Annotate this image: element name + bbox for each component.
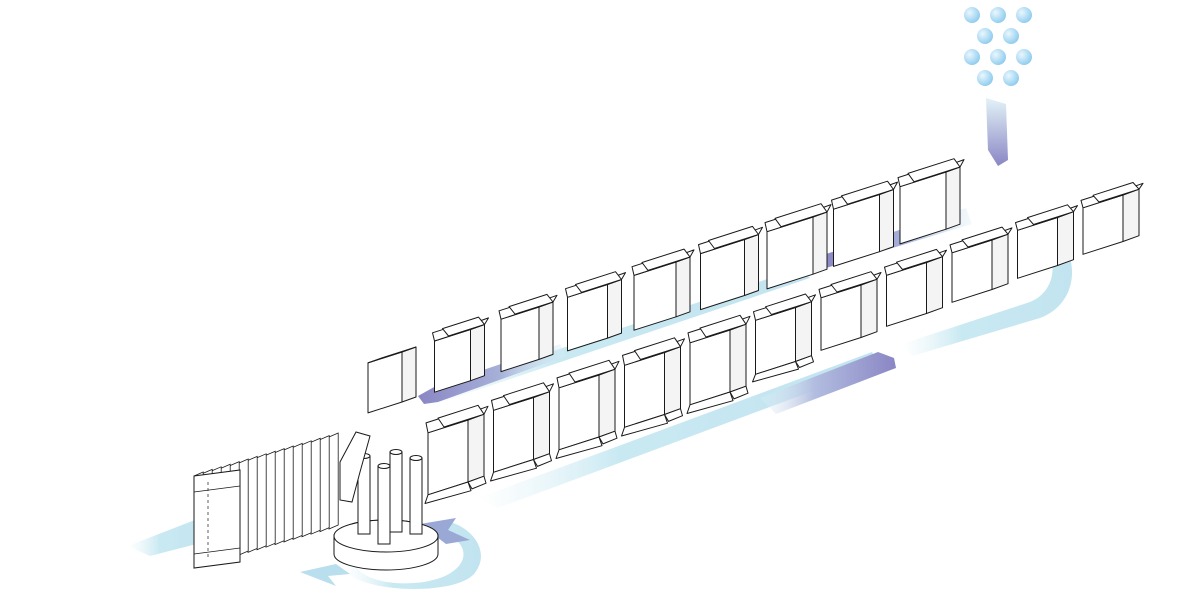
product-beads	[964, 7, 1032, 86]
product-bead	[1003, 28, 1019, 44]
carton	[555, 359, 620, 459]
carton	[498, 293, 558, 373]
carton	[884, 248, 947, 327]
carton	[1080, 182, 1144, 255]
product-bead	[1003, 70, 1019, 86]
mandrel	[389, 449, 403, 533]
lower-feed-arrow	[760, 352, 896, 414]
flat-carton-blank	[274, 447, 285, 546]
carton	[432, 316, 489, 393]
carton	[490, 382, 554, 482]
carton	[631, 248, 695, 331]
product-bead	[990, 49, 1006, 65]
carton	[1015, 204, 1078, 279]
rotary-arrow-left	[300, 564, 350, 586]
carton	[621, 337, 685, 437]
carton	[818, 271, 882, 351]
carton-forming-row	[367, 158, 965, 414]
flat-carton-blank	[310, 437, 321, 535]
carton	[367, 346, 417, 414]
carton	[764, 203, 832, 290]
flat-carton-blank	[328, 432, 339, 530]
product-feed-chute	[986, 98, 1008, 166]
carton	[831, 180, 898, 267]
carton	[565, 271, 626, 352]
mandrel	[409, 455, 423, 535]
carton-sleeve	[339, 431, 371, 503]
flat-carton-blank	[247, 455, 258, 554]
carton	[949, 226, 1013, 303]
flat-carton-blank	[301, 440, 312, 538]
carton-filling-row	[424, 182, 1144, 504]
carton	[752, 293, 816, 383]
flat-carton-blank	[193, 469, 241, 569]
carton	[897, 158, 965, 245]
product-bead	[977, 70, 993, 86]
flat-carton-blank	[319, 434, 330, 533]
flat-blank-magazine	[193, 432, 339, 569]
flat-carton-blank	[256, 453, 267, 551]
carton	[698, 225, 763, 311]
product-bead	[977, 28, 993, 44]
product-bead	[964, 49, 980, 65]
rotary-carton-erector	[333, 431, 439, 571]
flat-carton-blank	[283, 445, 294, 543]
flat-carton-blank	[292, 442, 303, 541]
return-loop-band	[902, 218, 1073, 356]
carton	[424, 404, 489, 504]
product-bead	[964, 7, 980, 23]
product-bead	[990, 7, 1006, 23]
carton	[686, 314, 751, 414]
product-bead	[1016, 7, 1032, 23]
rotary-arrow-right	[420, 518, 470, 544]
product-bead	[1016, 49, 1032, 65]
flat-carton-blank	[265, 450, 276, 548]
mandrel	[377, 463, 391, 545]
